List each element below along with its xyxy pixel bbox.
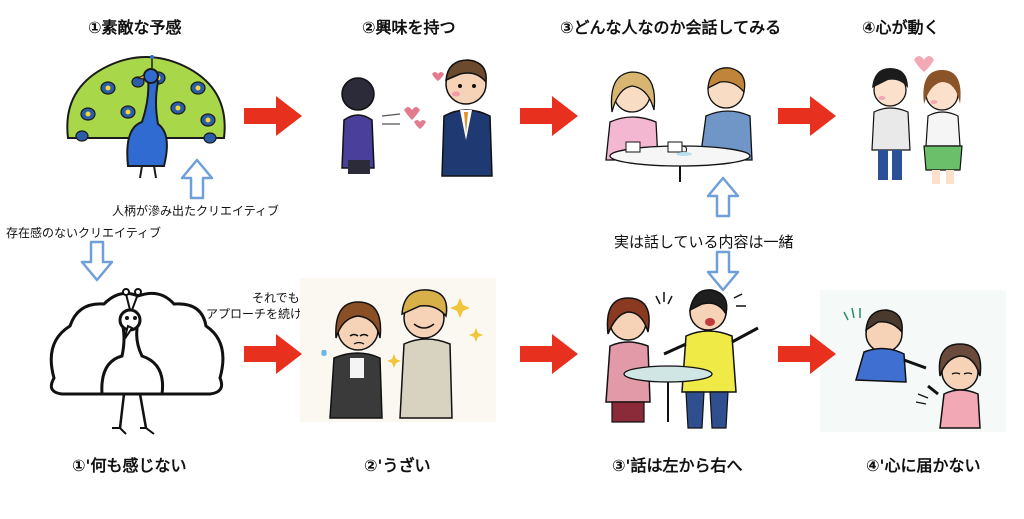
top-step3-title: ③どんな人なのか会話してみる xyxy=(560,18,782,37)
red-arrow-top-1 xyxy=(244,96,302,136)
top-step4-title: ④心が動く xyxy=(862,18,940,37)
note-creative-no-presence: 存在感のないクリエイティブ xyxy=(6,226,162,240)
blue-arrow-down-conversation xyxy=(706,250,740,292)
message-not-reaching-illustration xyxy=(820,290,1006,432)
bottom-step2-title: ②'うざい xyxy=(364,456,431,475)
red-arrow-top-2 xyxy=(520,96,578,136)
one-sided-conversation-illustration xyxy=(605,289,759,429)
red-arrow-bottom-1 xyxy=(244,334,302,374)
blue-arrow-up-conversation xyxy=(706,176,740,218)
note-keep-approaching-1: それでも xyxy=(252,291,300,305)
annoyed-woman-and-man-illustration xyxy=(300,278,496,422)
girl-and-boy-interest-illustration xyxy=(341,59,493,177)
note-same-conversation: 実は話している内容は一緒 xyxy=(614,233,794,251)
top-step2-title: ②興味を持つ xyxy=(362,18,456,37)
note-keep-approaching-2: アプローチを続けると xyxy=(206,307,327,321)
red-arrow-bottom-3 xyxy=(778,334,836,374)
red-arrow-bottom-2 xyxy=(520,334,578,374)
note-creative-personality: 人柄が滲み出たクリエイティブ xyxy=(112,204,280,218)
cafe-conversation-illustration xyxy=(605,67,753,182)
blue-arrow-up-peacock xyxy=(180,158,214,200)
bottom-step1-title: ①'何も感じない xyxy=(72,456,187,475)
red-arrow-top-3 xyxy=(778,96,836,136)
bottom-step3-title: ③'話は左から右へ xyxy=(612,456,743,475)
colorful-peacock-illustration xyxy=(66,55,226,179)
happy-couple-illustration xyxy=(871,56,963,184)
top-step1-title: ①素敵な予感 xyxy=(88,18,182,37)
blue-arrow-down-peacock xyxy=(80,240,114,282)
lineart-peacock-illustration xyxy=(49,288,225,435)
bottom-step4-title: ④'心に届かない xyxy=(866,456,981,475)
